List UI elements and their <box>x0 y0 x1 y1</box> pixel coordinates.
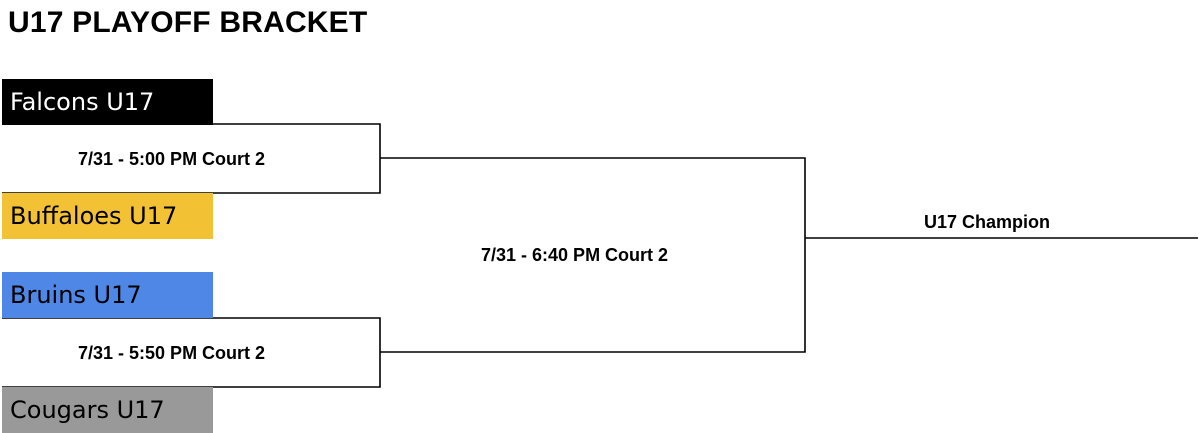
page-title: U17 PLAYOFF BRACKET <box>8 6 368 39</box>
team-falcons: Falcons U17 <box>2 79 213 125</box>
semifinal-1-label: 7/31 - 5:00 PM Court 2 <box>78 149 266 169</box>
champion-label: U17 Champion <box>924 212 1051 232</box>
team-buffaloes: Buffaloes U17 <box>2 193 213 239</box>
semifinal-2-label: 7/31 - 5:50 PM Court 2 <box>78 343 266 363</box>
final-connector <box>380 157 806 353</box>
team-bruins: Bruins U17 <box>2 272 213 318</box>
final-label: 7/31 - 6:40 PM Court 2 <box>481 245 669 265</box>
team-cougars: Cougars U17 <box>2 387 213 433</box>
